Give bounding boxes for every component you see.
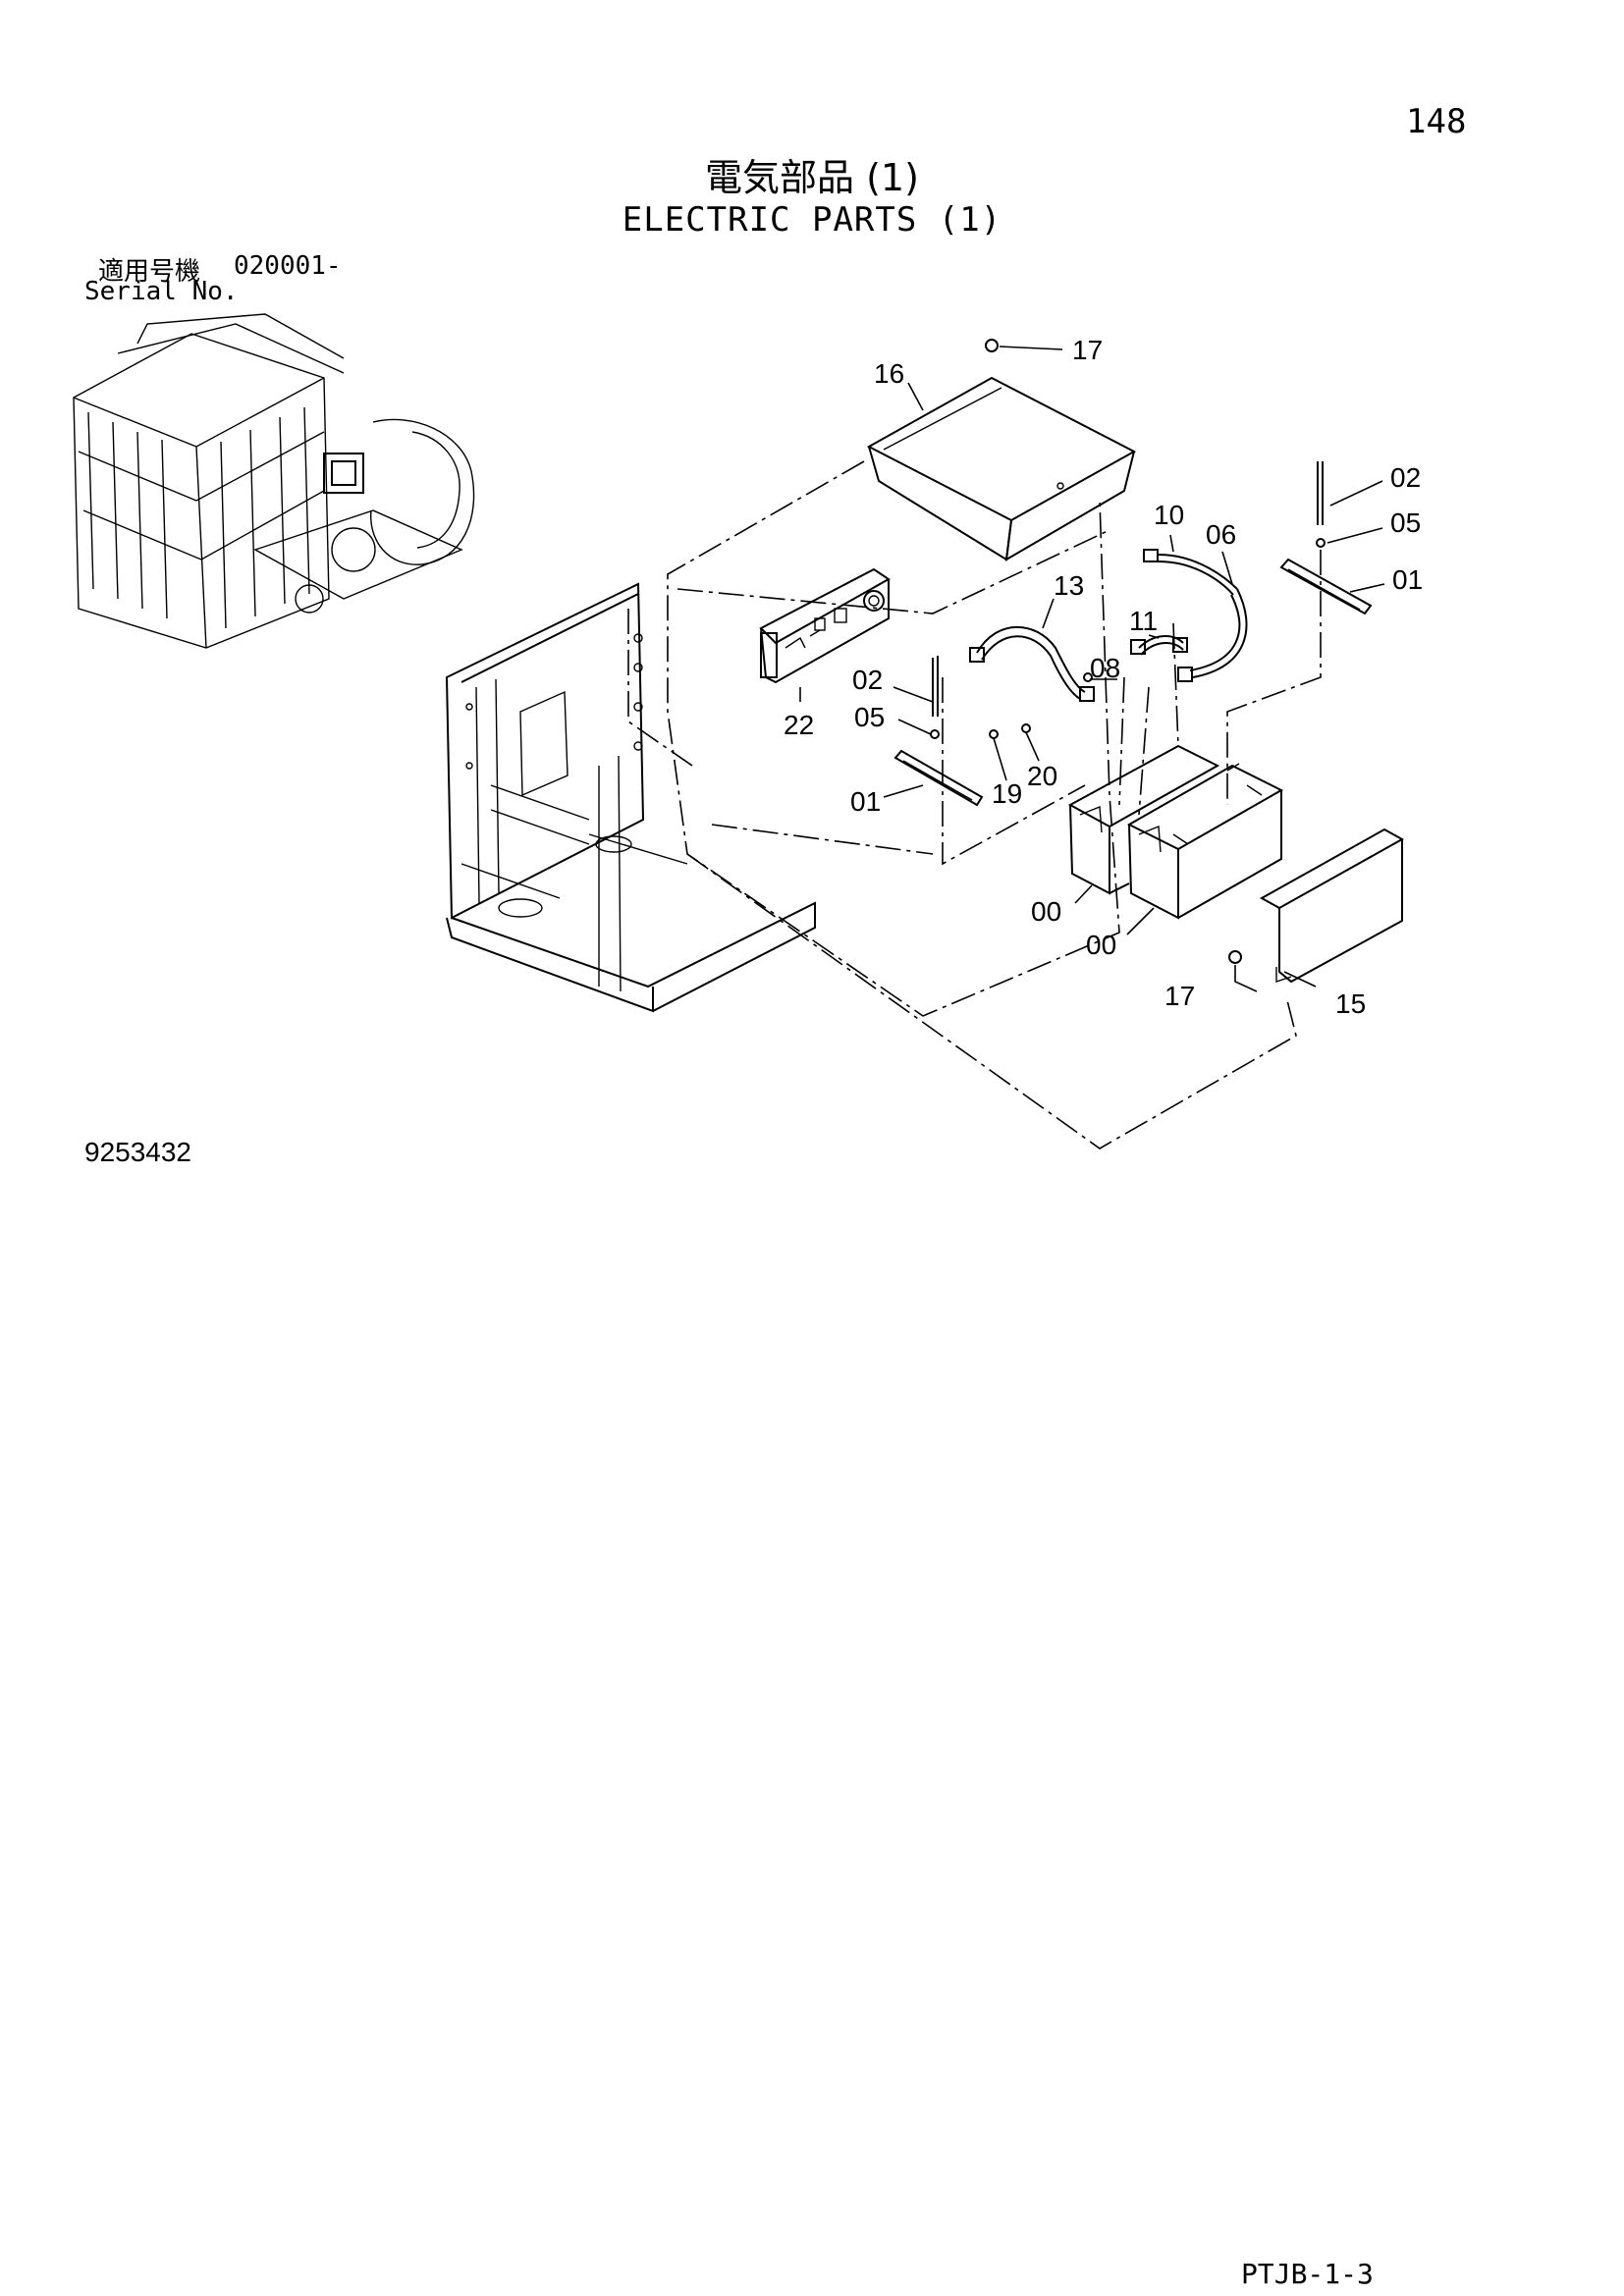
serial-label-english: Serial No.: [84, 277, 239, 306]
drawing-number: 9253432: [84, 1137, 192, 1167]
callout-00-a: 00: [1031, 896, 1061, 927]
part-16-battery-cover: [866, 376, 1137, 561]
page-title-japanese: 電気部品 (1): [705, 156, 919, 199]
part-13-battery-cable: [969, 625, 1095, 702]
machine-overview-illustration: [73, 313, 475, 649]
page-code: PTJB-1-3: [1241, 2258, 1374, 2290]
part-01-battery-holder-left: [893, 749, 984, 807]
part-02-stud-bolt-right: [1317, 461, 1324, 525]
part-15-bracket: [1259, 828, 1405, 984]
callout-19: 19: [992, 778, 1022, 809]
part-11-jumper-cable: [1130, 635, 1188, 656]
page-number: 148: [1406, 102, 1467, 141]
callout-00-b: 00: [1086, 930, 1116, 960]
part-02-stud-bolt-left: [932, 656, 939, 717]
part-19-nut: [989, 729, 999, 739]
callout-02-right: 02: [1390, 462, 1421, 493]
serial-label-japanese: 適用号機: [98, 257, 201, 287]
part-10-ground-cable: [1143, 549, 1238, 596]
part-08-terminal: [1083, 672, 1093, 682]
serial-number-range: 020001-: [234, 251, 342, 281]
part-06-cable-terminal: [1177, 588, 1248, 682]
callout-20: 20: [1027, 761, 1057, 791]
part-17-bolt-top: [985, 339, 1063, 352]
callout-17-top: 17: [1072, 335, 1103, 365]
callout-17-bottom: 17: [1164, 981, 1195, 1011]
callout-13: 13: [1054, 570, 1084, 601]
callout-01-left: 01: [850, 786, 881, 817]
callout-22: 22: [784, 710, 814, 740]
part-00-battery-b: [1126, 763, 1284, 920]
part-22-switch-panel: [759, 567, 891, 684]
assembly-phantom-lines: [627, 460, 1322, 1149]
callout-01-right: 01: [1392, 564, 1423, 595]
callout-05-right: 05: [1390, 507, 1421, 538]
part-05-washer-right: [1316, 538, 1326, 548]
callout-leader-lines: [799, 382, 1385, 988]
part-20-nut: [1021, 723, 1031, 733]
callout-numbers: 16 17 02 05 01 10 06 13 11 08 02 05 22 0…: [784, 335, 1423, 1019]
callout-16: 16: [874, 358, 904, 389]
part-17-bolt-bottom: [1228, 950, 1258, 992]
callout-02-left: 02: [852, 665, 883, 695]
part-01-battery-holder-right: [1279, 558, 1373, 615]
callout-15: 15: [1335, 988, 1366, 1019]
callout-08: 08: [1090, 653, 1120, 683]
callout-05-left: 05: [854, 702, 885, 732]
callout-10: 10: [1154, 500, 1184, 530]
callout-06: 06: [1206, 519, 1236, 550]
part-00-battery-a: [1067, 744, 1220, 895]
battery-frame-structure: [445, 582, 816, 1013]
part-05-washer-left: [930, 729, 940, 739]
page-title-english: ELECTRIC PARTS (1): [622, 200, 1002, 240]
callout-11: 11: [1129, 606, 1158, 636]
